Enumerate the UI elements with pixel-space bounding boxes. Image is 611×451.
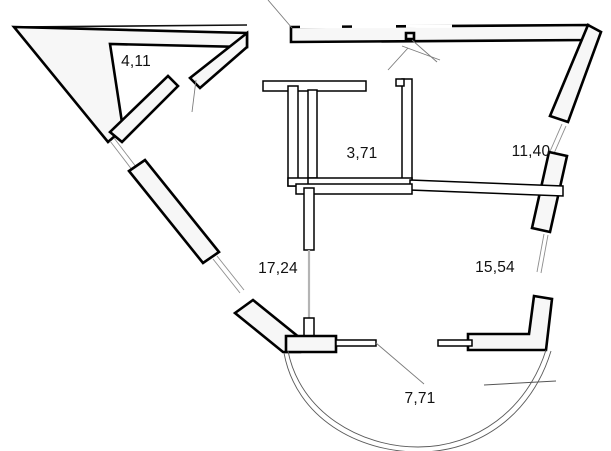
closet-right-wall [307,89,318,185]
area-label-balcony-top-left: 4,11 [121,53,151,70]
divider-horizontal-wall [409,179,564,197]
top-wall-notch [404,31,416,41]
balcony-railing-outer [13,24,248,28]
area-label-bedroom: 11,40 [512,143,551,160]
leader-top-mid [411,39,438,63]
leader-top-bath [387,47,409,71]
bedroom-kitchen-divider [409,179,564,197]
closet-left-wall [287,85,299,187]
top-wall-gap-2 [352,25,396,29]
leader-top-extra [401,45,441,61]
glazing-left-lower-b [216,255,245,291]
left-wall-pier-mid [127,158,221,265]
bottom-left-threshold-wall [284,334,338,354]
partition-top-leg [295,183,413,195]
curved-balcony-glazing-outer [283,350,552,451]
leader-balcony-return [191,79,197,113]
curved-balcony-glazing-inner [287,349,547,448]
balcony-bottom-curved [283,342,557,451]
bathroom-walls [262,78,413,188]
living-kitchen-partition [295,183,413,341]
leader-top-left [267,0,293,29]
area-labels-group: 4,11 3,71 11,40 17,24 15,54 7,71 [121,53,550,407]
glazing-right-lower-a [536,233,545,273]
area-label-living-room: 17,24 [258,260,298,277]
curved-balcony-sill-line [483,380,557,386]
balcony-top-left-structure [11,24,249,144]
partition-vertical-upper [303,187,315,251]
top-wall-gap-3 [406,24,452,28]
left-diagonal-exterior-wall [109,137,302,354]
balcony-right-return-wall [188,30,249,90]
bottom-right-thin-stub [437,339,473,347]
glazing-right-upper-a [547,123,563,157]
top-wall-gap-1 [300,25,342,29]
glazing-left-lower-a [212,258,241,294]
area-label-kitchen: 15,54 [475,259,515,276]
right-diagonal-exterior-wall [466,23,603,352]
bottom-left-thin-stub [335,339,377,347]
area-label-bathroom: 3,71 [347,145,378,162]
right-wall-pier-lower [466,294,554,352]
balcony-inner-leg-wall [108,74,180,144]
right-wall-pier-upper [548,23,603,124]
leader-bottom-balcony [375,342,425,385]
area-label-balcony-bottom: 7,71 [405,390,436,407]
bottom-wall-blocks [284,334,473,354]
top-exterior-wall [267,0,590,71]
bathroom-right-wall [401,78,413,187]
bathroom-door-jamb [395,78,405,87]
glazing-right-lower-b [540,234,549,274]
